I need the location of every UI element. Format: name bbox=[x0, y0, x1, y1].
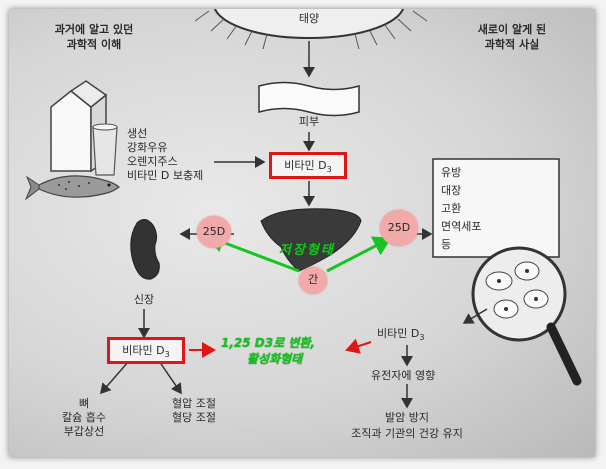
cancer-prevention-label: 발암 방지 bbox=[385, 411, 429, 424]
liver-icon bbox=[260, 208, 362, 272]
new-header-line2: 과학적 사실 bbox=[484, 38, 540, 51]
kidney-label: 신장 bbox=[133, 293, 155, 306]
marker-25d-right-label: 25D bbox=[387, 221, 411, 234]
effect-item: 혈압 조절 bbox=[172, 397, 216, 410]
red-arrow-right bbox=[345, 338, 372, 354]
food-item: 강화우유 bbox=[127, 141, 168, 154]
health-maintenance-label: 조직과 기관의 건강 유지 bbox=[351, 427, 463, 440]
marker-liver: 간 bbox=[299, 267, 327, 294]
sun-label: 태양 bbox=[298, 12, 320, 25]
effect-item: 부갑상선 bbox=[63, 425, 105, 438]
vitamin-d3-label: 비타민 D3 bbox=[284, 159, 332, 175]
tissue-item: 고환 bbox=[441, 202, 462, 215]
fish-icon bbox=[24, 175, 120, 201]
arrow-vitd-to-bone bbox=[100, 360, 130, 395]
new-header-line1: 새로이 알게 된 bbox=[477, 23, 547, 36]
conversion-annotation-line1: 1,25 D3로 변환, bbox=[221, 336, 315, 350]
arrow-vitd-to-bp bbox=[158, 360, 182, 395]
tissue-item: 등 bbox=[441, 238, 452, 251]
storage-form-annotation: 저장형태 bbox=[279, 243, 335, 258]
marker-25d-left: 25D bbox=[197, 216, 231, 248]
vitamin-d3-right-label: 비타민 D3 bbox=[377, 327, 425, 343]
juice-glass-icon bbox=[92, 123, 118, 176]
diagram-graphics bbox=[24, 9, 582, 409]
effect-item: 칼슘 흡수 bbox=[62, 411, 106, 424]
green-arrow-right bbox=[326, 236, 392, 273]
tissue-item: 면역세포 bbox=[441, 220, 482, 233]
food-item: 생선 bbox=[127, 127, 148, 140]
conversion-annotation-line2: 활성화형태 bbox=[247, 352, 303, 366]
sun-icon bbox=[194, 9, 428, 50]
gene-effect-label: 유전자에 영향 bbox=[371, 369, 436, 382]
vitamin-d3-box-top: 비타민 D3 bbox=[269, 152, 347, 179]
past-header-line1: 과거에 알고 있던 bbox=[54, 23, 134, 36]
tissue-item: 대장 bbox=[441, 184, 462, 197]
effect-item: 뼈 bbox=[78, 397, 90, 410]
tissue-item: 유방 bbox=[441, 166, 462, 179]
vitamin-d3-box-bottom: 비타민 D3 bbox=[107, 337, 185, 364]
marker-25d-left-label: 25D bbox=[202, 225, 226, 238]
effect-item: 혈당 조절 bbox=[172, 411, 216, 424]
magnifier-icon bbox=[471, 246, 582, 386]
arrow-magnifier-to-vitd bbox=[462, 308, 488, 324]
skin-label: 피부 bbox=[298, 115, 320, 128]
liver-label: 간 bbox=[307, 273, 319, 286]
marker-25d-right: 25D bbox=[380, 210, 418, 246]
food-item: 오렌지주스 bbox=[127, 155, 178, 168]
skin-band bbox=[258, 81, 360, 117]
kidney-icon bbox=[130, 219, 160, 280]
vitamin-d3-label: 비타민 D3 bbox=[122, 344, 170, 360]
food-item: 비타민 D 보충제 bbox=[127, 169, 204, 182]
past-header-line2: 과학적 이해 bbox=[66, 38, 122, 51]
diagram-photo: 태양 과거에 알고 있던 과학적 이해 새로이 알게 된 과학적 사실 피부 생… bbox=[9, 9, 595, 457]
tissues-box bbox=[432, 158, 560, 258]
